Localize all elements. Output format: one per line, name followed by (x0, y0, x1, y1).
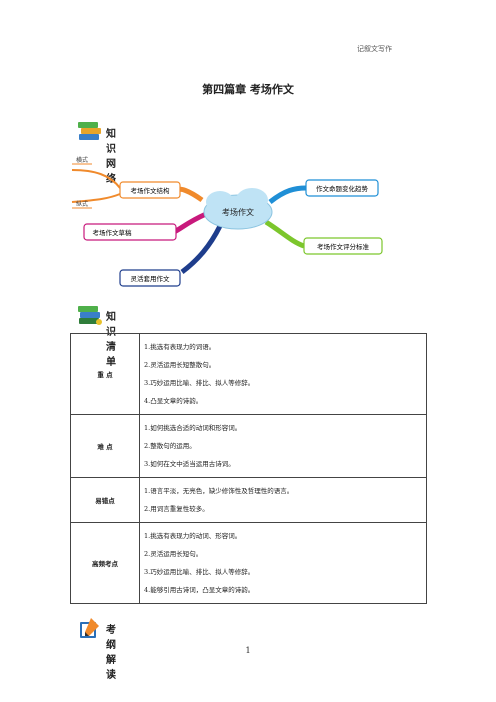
svg-text:考场作文草稿: 考场作文草稿 (93, 228, 133, 237)
list-item: 2.灵活运用长短整散句。 (144, 361, 216, 369)
list-item: 3.巧妙运用比喻、排比、拟人等修辞。 (144, 379, 255, 387)
table-row: 重 点 1.挑选有表现力的词语。 2.灵活运用长短整散句。 3.巧妙运用比喻、排… (70, 333, 427, 415)
books-icon (78, 306, 102, 325)
books-icon (78, 122, 101, 140)
list-item: 3.巧妙运用比喻、排比、拟人等修辞。 (144, 568, 255, 576)
svg-text:考场作文评分标准: 考场作文评分标准 (317, 242, 370, 251)
node-flexible: 灵活套用作文 (119, 269, 181, 287)
connector-vertical (71, 193, 121, 203)
section-outline-title: 考纲解读 (106, 625, 117, 681)
label-vertical: 纵式 (76, 200, 88, 208)
list-item: 3.如何在文中适当运用古诗词。 (144, 460, 235, 468)
connector-horizontal (71, 169, 121, 189)
row-label: 易错点 (70, 477, 140, 523)
list-item: 2.整散句的运用。 (144, 442, 196, 450)
header-note: 记叙文写作 (357, 45, 392, 53)
pencil-book-icon (80, 618, 99, 638)
connector-structure (176, 186, 204, 203)
node-draft: 考场作文草稿 (83, 223, 177, 241)
table-row: 高频考点 1.挑选有表现力的动词、形容词。 2.灵活运用长短句。 3.巧妙运用比… (70, 522, 427, 604)
row-items: 1.语言平淡，无亮色，缺少修饰性及哲理性的语言。 2.用词言重复性较多。 (139, 477, 427, 523)
section-network: 知识网络 (77, 120, 116, 185)
list-item: 1.挑选有表现力的词语。 (144, 343, 216, 351)
list-item: 4.能够引用古诗词，凸显文章的诗韵。 (144, 586, 255, 594)
mindmap: 考场作文 考场作文结构 考场作文草稿 灵活套用作文 作文命题变化趋势 考场作文评… (71, 156, 383, 287)
svg-text:考场作文结构: 考场作文结构 (131, 186, 171, 195)
node-standard: 考场作文评分标准 (303, 237, 383, 255)
row-label: 重 点 (70, 333, 140, 415)
checklist-table: 重 点 1.挑选有表现力的词语。 2.灵活运用长短整散句。 3.巧妙运用比喻、排… (70, 333, 427, 604)
page-title: 第四篇章 考场作文 (202, 83, 294, 96)
row-items: 1.挑选有表现力的词语。 2.灵活运用长短整散句。 3.巧妙运用比喻、排比、拟人… (139, 333, 427, 415)
section-outline: 考纲解读 (77, 616, 116, 681)
connector-draft (172, 211, 208, 235)
connector-standard (264, 219, 305, 249)
center-cloud (203, 188, 273, 230)
table-row: 难 点 1.如何挑选合适的动词和形容词。 2.整散句的运用。 3.如何在文中适当… (70, 414, 427, 478)
list-item: 2.灵活运用长短句。 (144, 550, 203, 558)
center-label: 考场作文 (222, 207, 254, 217)
list-item: 1.挑选有表现力的动词、形容词。 (144, 532, 242, 540)
connector-trend (268, 185, 307, 204)
list-item: 1.如何挑选合适的动词和形容词。 (144, 424, 242, 432)
connector-flexible (180, 224, 223, 274)
row-label: 难 点 (70, 414, 140, 478)
row-label: 高频考点 (70, 522, 140, 604)
row-items: 1.如何挑选合适的动词和形容词。 2.整散句的运用。 3.如何在文中适当运用古诗… (139, 414, 427, 478)
node-trend: 作文命题变化趋势 (305, 179, 379, 197)
svg-text:灵活套用作文: 灵活套用作文 (131, 274, 171, 283)
table-row: 易错点 1.语言平淡，无亮色，缺少修饰性及哲理性的语言。 2.用词言重复性较多。 (70, 477, 427, 523)
list-item: 1.语言平淡，无亮色，缺少修饰性及哲理性的语言。 (144, 487, 294, 495)
page-number: 1 (245, 646, 251, 655)
list-item: 2.用词言重复性较多。 (144, 505, 209, 513)
svg-text:作文命题变化趋势: 作文命题变化趋势 (316, 184, 369, 193)
label-horizontal: 横式 (76, 156, 88, 164)
list-item: 4.凸显文章的诗韵。 (144, 397, 203, 405)
node-structure: 考场作文结构 (119, 181, 181, 199)
section-checklist: 知识清单 (77, 303, 116, 368)
row-items: 1.挑选有表现力的动词、形容词。 2.灵活运用长短句。 3.巧妙运用比喻、排比、… (139, 522, 427, 604)
